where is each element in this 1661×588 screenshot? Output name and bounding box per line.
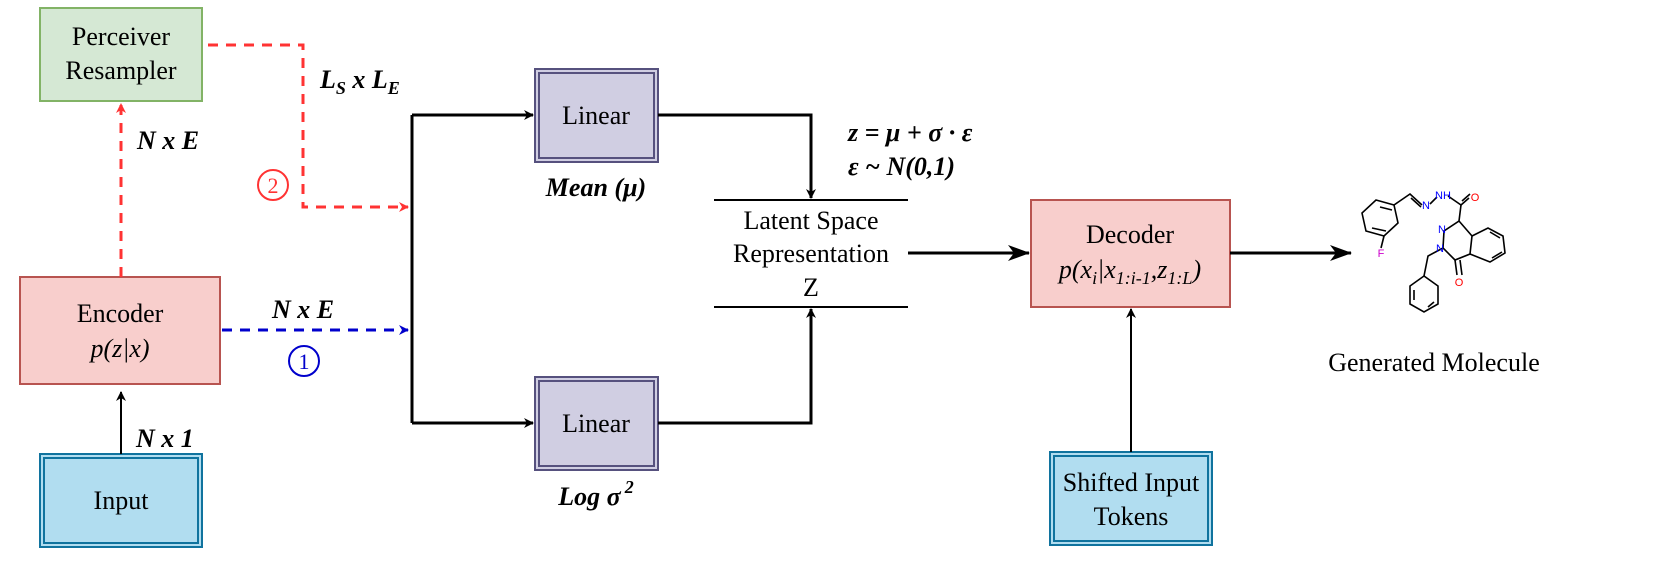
edge-label-ls-x-le: LS x LE bbox=[319, 65, 400, 98]
perceiver-label-1: Perceiver bbox=[72, 22, 171, 51]
svg-text:1: 1 bbox=[299, 349, 310, 374]
linear-mean-node: Linear Mean (μ) bbox=[534, 68, 659, 202]
perceiver-resampler-node: Perceiver Resampler bbox=[39, 7, 203, 102]
noise-equation: ε ~ N(0,1) bbox=[848, 152, 955, 181]
logvar-caption-sup: 2 bbox=[624, 477, 634, 497]
input-label: Input bbox=[94, 486, 150, 515]
perceiver-label-2: Resampler bbox=[65, 56, 177, 85]
shifted-input-box-outer bbox=[1049, 451, 1213, 546]
linear-mean-label: Linear bbox=[562, 101, 630, 130]
decoder-node: Decoder p(xi|x1:i-1,z1:L) bbox=[1030, 199, 1231, 308]
edge-label-n-x-1: N x 1 bbox=[135, 424, 194, 453]
molecule-atom-n3: N bbox=[1436, 243, 1444, 255]
shifted-input-node: Shifted Input Tokens bbox=[1049, 451, 1213, 546]
linear-mean-box-inner bbox=[538, 72, 655, 159]
molecule-atom-o2: O bbox=[1455, 277, 1464, 289]
encoder-node: Encoder p(z|x) bbox=[19, 276, 221, 385]
decoder-box bbox=[1030, 199, 1231, 308]
input-node: Input bbox=[39, 453, 203, 548]
path-marker-1: 1 bbox=[288, 345, 320, 377]
shifted-input-label-2: Tokens bbox=[1094, 502, 1169, 531]
encoder-box bbox=[19, 276, 221, 385]
linear-logvar-label: Linear bbox=[562, 409, 630, 438]
input-box-outer bbox=[39, 453, 203, 548]
decoder-formula: p(xi|x1:i-1,z1:L) bbox=[1057, 255, 1201, 288]
molecule-atom-nh: NH bbox=[1435, 190, 1451, 202]
logvar-caption-main: Log σ bbox=[557, 482, 621, 511]
shifted-input-label-1: Shifted Input bbox=[1063, 468, 1200, 497]
molecule-atom-f: F bbox=[1378, 248, 1385, 260]
svg-text:2: 2 bbox=[268, 173, 279, 198]
molecule-atom-n2: N bbox=[1438, 224, 1446, 236]
encoder-label: Encoder bbox=[77, 299, 164, 328]
latent-space-node: Latent Space Representation Z bbox=[714, 199, 908, 308]
edge-perceiver-to-merge bbox=[208, 43, 409, 212]
generated-molecule-caption: Generated Molecule bbox=[1328, 348, 1540, 377]
linear-logvar-box-outer bbox=[534, 376, 659, 471]
latent-label-1: Latent Space bbox=[744, 206, 879, 235]
shifted-input-box-inner bbox=[1053, 455, 1209, 542]
perceiver-resampler-box bbox=[39, 7, 203, 102]
encoder-formula: p(z|x) bbox=[88, 334, 149, 363]
decoder-label: Decoder bbox=[1086, 220, 1174, 249]
edge-label-n-x-e-top: N x E bbox=[136, 126, 199, 155]
path-marker-2: 2 bbox=[257, 169, 289, 201]
linear-logvar-box-inner bbox=[538, 380, 655, 467]
molecule-atom-o1: O bbox=[1471, 192, 1480, 204]
mean-caption: Mean (μ) bbox=[545, 173, 646, 202]
input-box-inner bbox=[43, 457, 199, 544]
latent-label-2: Representation bbox=[733, 239, 889, 268]
molecule-structure-image bbox=[1361, 192, 1506, 313]
reparam-equation: z = μ + σ · ε bbox=[847, 118, 973, 147]
edge-mean-to-latent bbox=[658, 113, 816, 199]
edge-logvar-to-latent bbox=[658, 308, 816, 425]
molecule-atom-n1: N bbox=[1422, 200, 1430, 212]
latent-label-3: Z bbox=[803, 273, 819, 302]
edge-label-n-x-e-direct: N x E bbox=[271, 295, 334, 324]
